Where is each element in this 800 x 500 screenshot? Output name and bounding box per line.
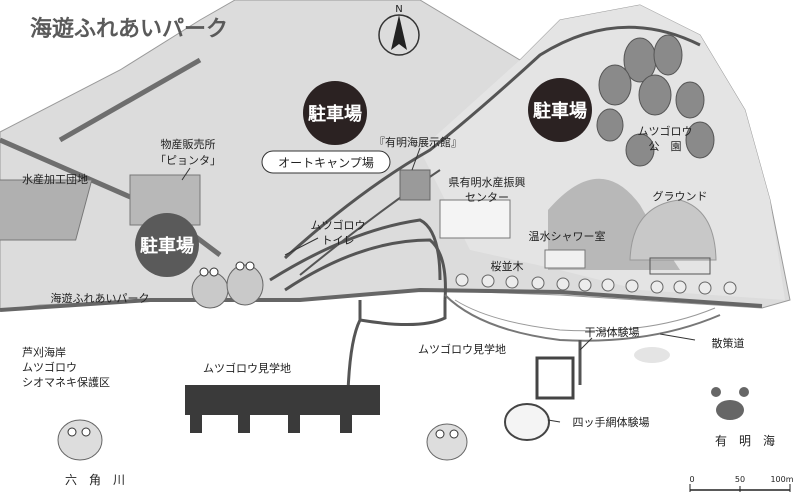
label-ashikari: 芦刈海岸 [22,345,66,359]
boardwalk [444,294,721,342]
label-ashikari-2: ムツゴロウ [22,360,77,374]
bussan-pointer [181,167,191,181]
label-sansaku: 散策道 [712,336,745,350]
svg-text:駐車場: 駐車場 [308,103,362,125]
sakura-trees [455,273,737,295]
dike-circle [634,347,670,363]
ground-oval [629,199,717,261]
label-ariakekai: 有 明 海 [715,433,775,448]
label-center: 県有明水産振興 [449,175,526,189]
higata-frame [535,356,575,400]
svg-text:N: N [395,4,402,15]
yotsude-net [504,403,550,441]
label-yotsude: 四ッ手網体験場 [573,415,650,429]
label-center-2: センター [465,191,509,204]
toilet-pointer [284,237,319,256]
label-suisan: 水産加工団地 [22,173,88,186]
label-ariake-museum: 『有明海展示館』 [374,135,462,149]
ground-fence [649,257,711,275]
autocamp-box [261,150,391,174]
upper-road [58,57,202,143]
svg-text:0: 0 [689,475,694,484]
label-park-name: 海遊ふれあいパーク [51,291,150,305]
museum-building [399,169,431,201]
seawall [0,287,763,312]
label-rokkaku: 六 角 川 [65,473,125,487]
mudskipper-statues [191,261,264,309]
shower-building [544,249,586,269]
label-higata: 干潟体験場 [585,325,640,339]
label-ground: グラウンド [653,189,708,203]
label-toilet-2: トイレ [322,234,355,247]
suisan-building [0,179,93,241]
north-arrow-icon: N [378,4,420,56]
label-ashikari-3: シオマネキ保護区 [22,375,110,389]
museum-pointer [411,147,421,171]
label-mutsugorou-park-2: 公 園 [649,140,682,153]
svg-text:駐車場: 駐車場 [140,235,194,257]
svg-text:駐車場: 駐車場 [533,100,587,122]
trees [596,34,715,167]
svg-text:100m: 100m [770,475,793,484]
map-title: 海遊ふれあいパーク [30,16,228,42]
observation-pier [346,300,362,393]
parking-lot-right: 駐車場 [528,78,592,142]
hill-road [283,25,701,260]
label-toilet: ムツゴロウ [311,218,366,232]
yotsude-pointer [547,419,561,423]
mudskipper-icon-left [57,419,103,461]
boardwalk-2 [454,299,716,332]
mudskipper-icon-right [426,423,468,461]
label-mutsugorou-park: ムツゴロウ [638,124,693,138]
scale-bar: 0 50 100m [689,475,794,492]
label-onsen: 温水シャワー室 [529,229,606,243]
label-autocamp: オートキャンプ場 [278,156,374,170]
label-sakura: 桜並木 [491,259,524,273]
label-bussan-name: 「ピョンタ」 [155,154,221,167]
sansaku-pointer [659,333,696,341]
crab-icon [711,387,749,420]
label-mutsugorou-right: ムツゴロウ見学地 [418,342,506,356]
label-mutsugorou-left: ムツゴロウ見学地 [203,361,291,375]
center-building [439,199,511,239]
observation-deck [185,385,380,415]
higata-pointer [579,337,593,351]
svg-text:50: 50 [735,475,745,484]
pier-to-deck [359,300,447,326]
parking-lot-left: 駐車場 [135,213,199,277]
parking-lot-center: 駐車場 [303,81,367,145]
park-road-2 [284,238,447,301]
label-bussan: 物産販売所 [161,137,216,151]
observation-deck-legs [190,415,352,433]
